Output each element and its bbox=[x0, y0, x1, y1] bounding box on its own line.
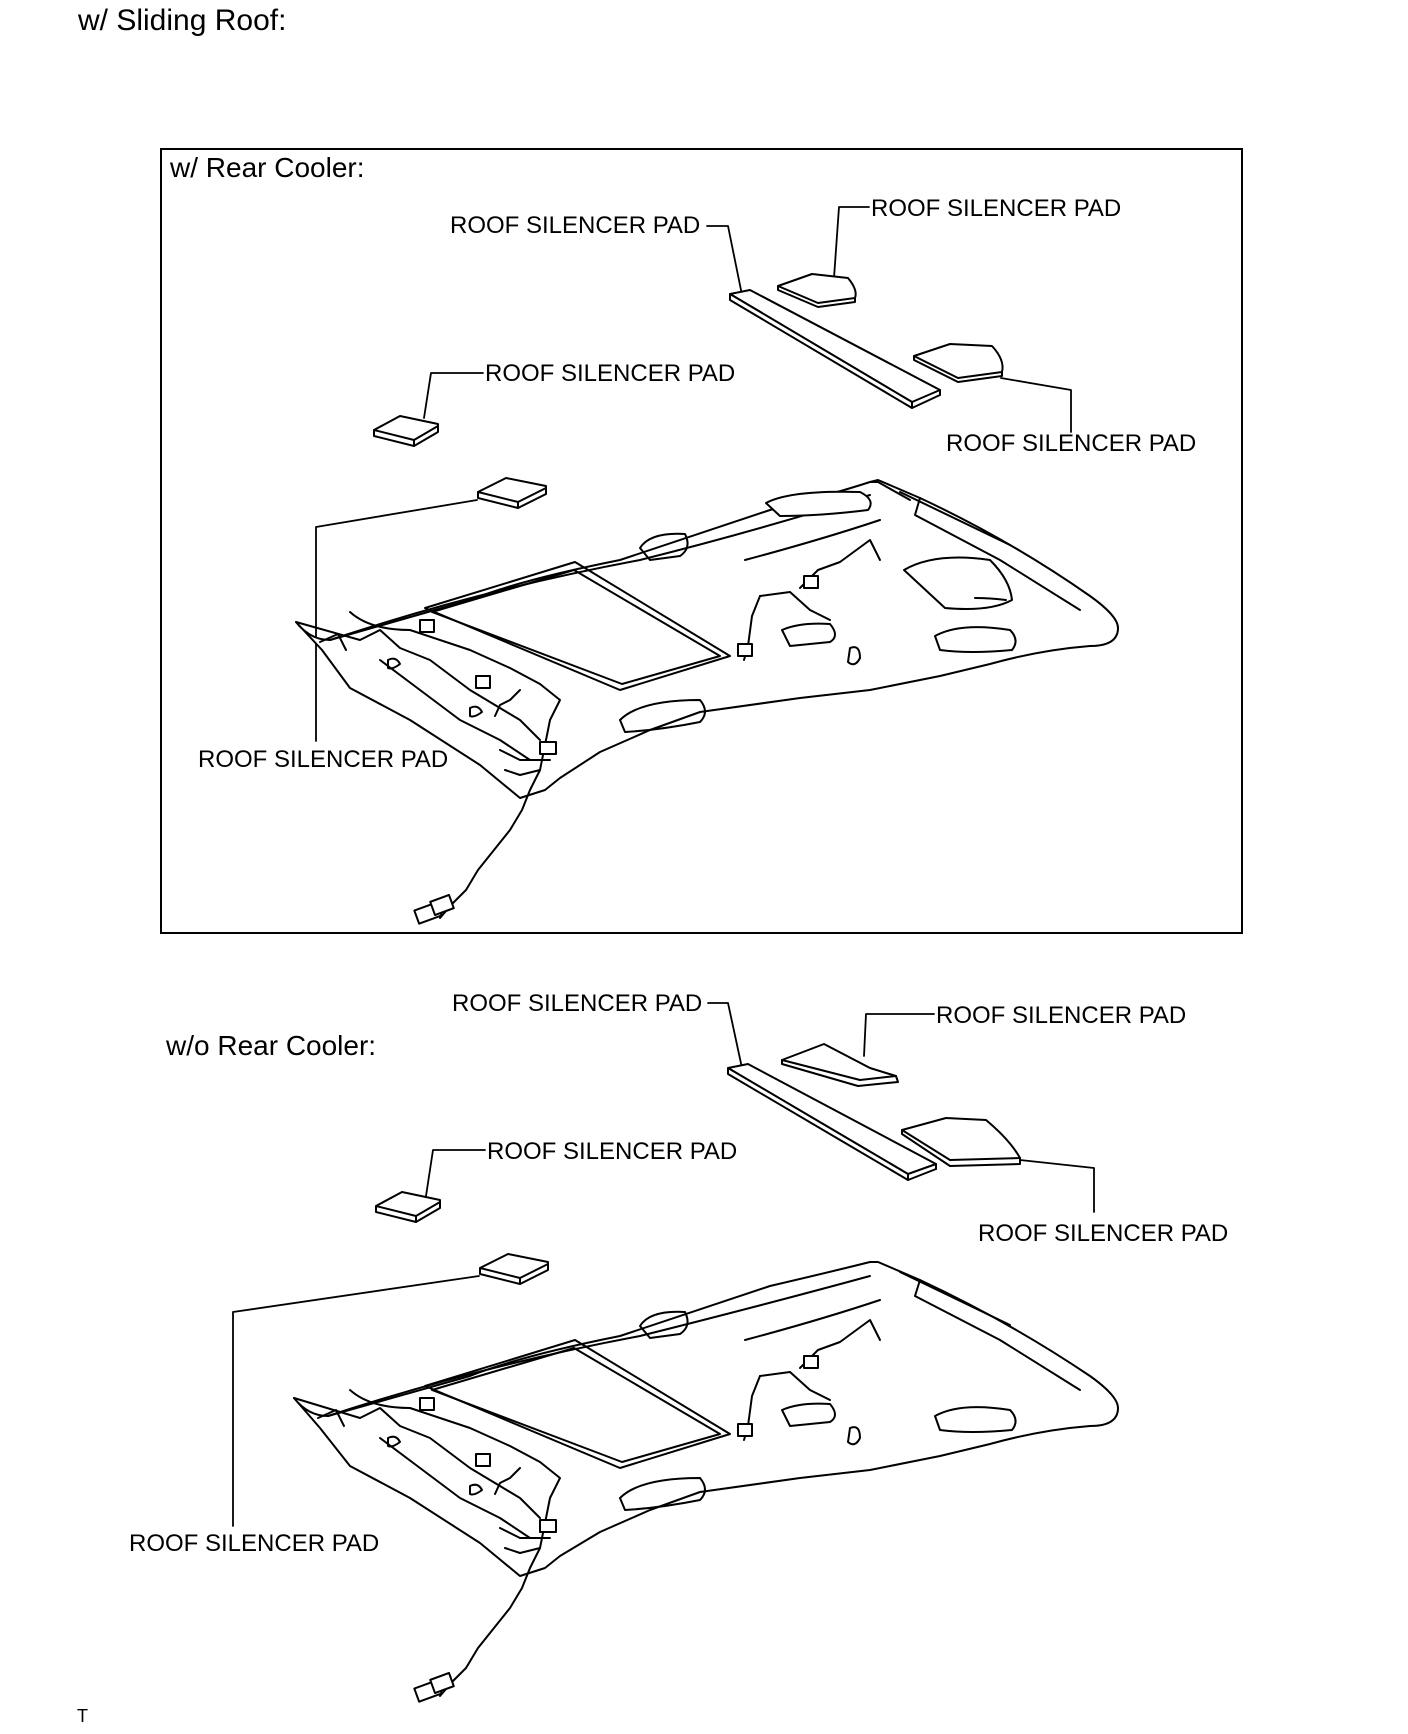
leader-lines-top bbox=[315, 206, 1072, 742]
label-pad-right-lower: ROOF SILENCER PAD bbox=[946, 430, 1197, 457]
pad-center-bar-shape bbox=[729, 289, 941, 409]
panel-rear-cooler-heading: w/ Rear Cooler: bbox=[170, 152, 365, 183]
sunroof-opening-top bbox=[424, 561, 731, 691]
page-title: w/ Sliding Roof: bbox=[78, 4, 287, 37]
headliner-bottom bbox=[293, 1261, 1119, 1703]
pad-right-lower-shape-2 bbox=[901, 1117, 1021, 1167]
pad-right-lower-shape bbox=[913, 343, 1004, 383]
panel-rear-cooler-frame bbox=[160, 148, 1243, 934]
label-pad-left-upper-2: ROOF SILENCER PAD bbox=[487, 1138, 738, 1165]
pad-left-upper-shape-2 bbox=[375, 1191, 441, 1223]
pad-center-bar-shape-2 bbox=[727, 1063, 937, 1181]
bottom-panel-drawing bbox=[232, 1002, 1119, 1703]
panel-no-rear-cooler-heading: w/o Rear Cooler: bbox=[166, 1030, 377, 1061]
sunroof-opening-bottom bbox=[424, 1339, 731, 1469]
pad-top-right-shape bbox=[777, 273, 857, 308]
leader-lines-bottom bbox=[232, 1002, 1095, 1527]
pad-left-lower-shape bbox=[477, 477, 547, 509]
label-pad-top-right: ROOF SILENCER PAD bbox=[871, 195, 1122, 222]
label-pad-right-lower-2: ROOF SILENCER PAD bbox=[978, 1220, 1229, 1247]
label-pad-left-upper: ROOF SILENCER PAD bbox=[485, 360, 736, 387]
footer-mark: T bbox=[77, 1706, 88, 1726]
top-panel-drawing bbox=[295, 206, 1119, 925]
headliner-top bbox=[295, 479, 1119, 925]
label-pad-center-bar-2: ROOF SILENCER PAD bbox=[452, 990, 703, 1017]
pad-top-right-shape-2 bbox=[781, 1043, 899, 1087]
wire-harness-bottom bbox=[349, 1389, 561, 1697]
wire-harness-top bbox=[349, 611, 561, 919]
pad-left-lower-shape-2 bbox=[479, 1253, 549, 1285]
label-pad-left-lower-2: ROOF SILENCER PAD bbox=[129, 1530, 380, 1557]
label-pad-center-bar: ROOF SILENCER PAD bbox=[450, 212, 701, 239]
label-pad-left-lower: ROOF SILENCER PAD bbox=[198, 746, 449, 773]
label-pad-top-right-2: ROOF SILENCER PAD bbox=[936, 1002, 1187, 1029]
pad-left-upper-shape bbox=[373, 415, 439, 447]
